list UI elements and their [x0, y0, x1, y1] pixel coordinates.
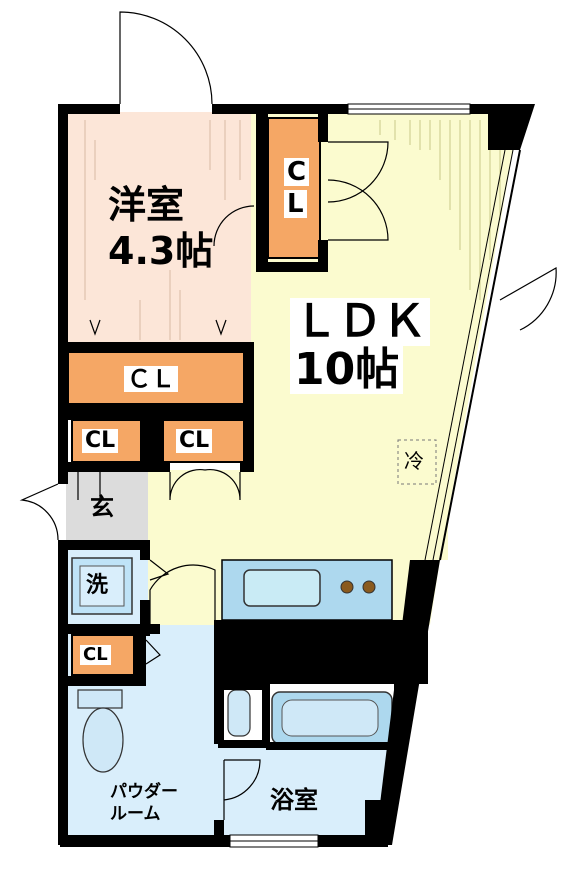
washer-inner: [79, 565, 125, 607]
washer-label: 洗: [86, 573, 109, 598]
bath-room-name: 浴室: [270, 786, 318, 814]
kitchen-sink-icon: [243, 569, 321, 607]
closet-powder-label: CL: [80, 645, 111, 665]
closet-top-label-l: L: [284, 190, 307, 218]
ldk-hatching: [379, 120, 501, 300]
western-room-floor: [66, 112, 251, 348]
powder-room-name-line1: パウダー: [110, 782, 178, 802]
toilet-tank-icon: [77, 689, 123, 709]
powder-room-name-line2: ルーム: [110, 804, 161, 824]
ldk-room-name: ＬＤＫ: [290, 298, 430, 346]
western-hatching: [84, 120, 241, 340]
closet-left-label: CL: [82, 429, 119, 453]
western-room-name: 洋室: [108, 183, 185, 227]
doors: [19, 11, 557, 820]
walls: [58, 104, 535, 847]
fridge-label: 冷: [404, 449, 424, 473]
western-room-size: 4.3帖: [108, 229, 214, 273]
entrance-label: 玄: [90, 493, 114, 521]
fridge-space: [397, 439, 437, 485]
ldk-room-size: 10帖: [290, 346, 404, 394]
bathroom-floor: [218, 745, 395, 835]
closet-top: [267, 117, 321, 259]
window-top: [347, 103, 471, 115]
window-bottom: [229, 834, 319, 848]
bathtub-inner-icon: [281, 699, 379, 737]
stove-burner-icon: [340, 580, 354, 594]
closet-wide-label: ＣＬ: [124, 366, 178, 392]
ldk-floor-lower: [148, 470, 448, 560]
closet-top-label-c: C: [284, 158, 310, 186]
window-wall: [424, 149, 521, 561]
entrance-floor: [66, 470, 148, 542]
stove-burner-icon: [362, 580, 376, 594]
toilet-bowl-icon: [82, 707, 124, 773]
closet-right-label: CL: [176, 429, 213, 453]
vanity-sink-icon: [227, 689, 251, 737]
